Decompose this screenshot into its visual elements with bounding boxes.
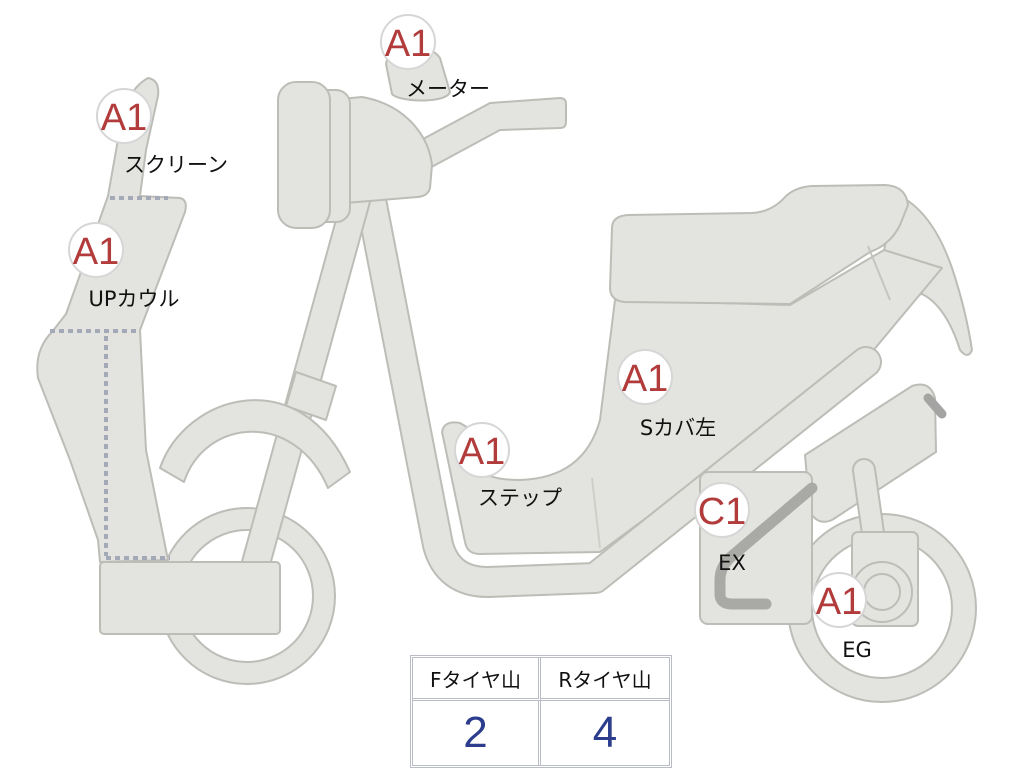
grade-badge: A1 [459, 431, 505, 473]
grade-badge: A1 [101, 97, 147, 139]
part-label: Sカバ左 [640, 416, 716, 440]
grade-badge: C1 [698, 491, 747, 533]
grade-badge: A1 [816, 581, 862, 623]
part-label: EX [718, 551, 746, 575]
marker-exhaust: C1 EX [694, 482, 750, 575]
marker-meter: A1 メーター [380, 14, 490, 101]
marker-side-cover-left: A1 Sカバ左 [617, 349, 716, 440]
part-label: UPカウル [88, 287, 179, 311]
part-label: ステップ [478, 486, 562, 510]
front-tire-header: Fタイヤ山 [413, 658, 541, 701]
side-cover-and-step [441, 249, 943, 555]
exhaust-pipe [714, 482, 818, 610]
front-tire-value: 2 [413, 701, 541, 765]
front-fender [159, 399, 351, 489]
marker-screen: A1 スクリーン [96, 88, 228, 177]
rear-tire-value: 4 [592, 708, 618, 757]
marker-step: A1 ステップ [454, 422, 562, 510]
grade-badge: A1 [622, 358, 668, 400]
marker-upper-cowl: A1 UPカウル [68, 222, 180, 311]
rear-shock [804, 383, 947, 523]
front-fork [235, 185, 371, 600]
grade-badge: A1 [385, 23, 431, 65]
panel-seams [50, 196, 170, 560]
handle-cover [329, 96, 433, 204]
rear-stand [852, 458, 886, 552]
tire-tread-table: Fタイヤ山 Rタイヤ山 2 4 [410, 655, 672, 768]
handlebar [409, 97, 567, 171]
part-label: スクリーン [124, 153, 228, 177]
seat [609, 184, 909, 305]
marker-engine: A1 EG [811, 572, 872, 662]
rear-tire-header: Rタイヤ山 [541, 658, 669, 701]
rear-hub [851, 531, 919, 627]
part-label: メーター [406, 77, 490, 101]
front-leg-shield [36, 77, 187, 563]
headlight-cover [277, 81, 351, 229]
part-label: EG [842, 638, 872, 662]
grade-badge: A1 [73, 231, 119, 273]
main-frame [356, 189, 882, 598]
front-floor-box [99, 561, 281, 635]
